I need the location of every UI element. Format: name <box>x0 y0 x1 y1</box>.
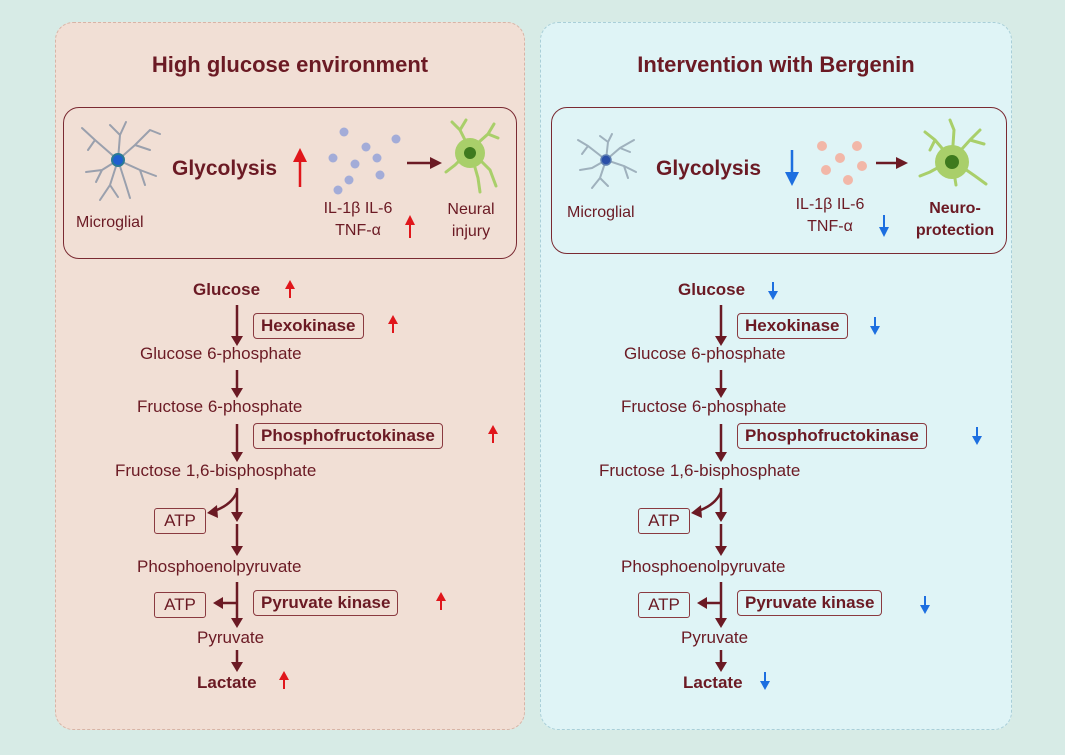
right-outcome-line1: Neuro- <box>929 200 981 217</box>
down-arrow-icon <box>785 150 799 186</box>
left-pathway-arrow-atp1-head <box>207 505 218 518</box>
left-outcome-line2: injury <box>451 223 491 240</box>
right-f16bp: Fructose 1,6-bisphosphate <box>599 461 801 480</box>
high-glucose-panel <box>55 22 525 730</box>
right-atp2-box: ATP <box>638 592 690 618</box>
left-pathway-arrow-atp2-head <box>213 597 223 609</box>
right-pathway-arrow-atp2-head <box>697 597 707 609</box>
left-f16bp: Fructose 1,6-bisphosphate <box>115 461 317 480</box>
right-pfk-box: Phosphofructokinase <box>737 423 927 449</box>
left-pk-box: Pyruvate kinase <box>253 590 399 616</box>
right-cytokines-line1: IL-1β IL-6 <box>795 196 865 213</box>
arrow-to-outcome-right <box>876 157 908 169</box>
left-cytokines-line1: IL-1β IL-6 <box>323 200 393 217</box>
right-lactate: Lactate <box>683 673 743 692</box>
left-f6p: Fructose 6-phosphate <box>137 397 303 416</box>
left-g6p: Glucose 6-phosphate <box>140 344 302 363</box>
left-pathway-pfk-indicator-head <box>488 425 498 434</box>
left-pathway-arrow-g6p-head <box>231 388 243 398</box>
left-pathway-arrow-pep-head <box>231 618 243 628</box>
left-pathway-arrow-to-pep-head <box>231 546 243 556</box>
arrow-to-outcome-left <box>407 157 442 169</box>
microglia-nucleus <box>600 154 612 166</box>
left-pathway-pk-indicator-head <box>436 592 446 601</box>
up-arrow-icon <box>293 148 307 187</box>
left-pathway-arrow-f16bp-head <box>231 512 243 522</box>
left-pathway-lactate-indicator-head <box>279 671 289 680</box>
right-glycolysis-label: Glycolysis <box>656 157 762 180</box>
right-panel-title: Intervention with Bergenin <box>637 52 915 77</box>
left-pathway-glucose-indicator-head <box>285 280 295 289</box>
right-outcome-line2: protection <box>915 222 995 239</box>
right-pathway-pk-indicator-head <box>920 605 930 614</box>
microglia-nucleus <box>111 153 125 167</box>
right-glucose: Glucose <box>678 280 746 299</box>
left-pathway-arrow-pyruvate-head <box>231 662 243 672</box>
cytokine-dots-icon <box>817 141 867 185</box>
cytokine-dots-icon <box>328 127 401 195</box>
left-pathway-arrow-glucose-head <box>231 336 243 346</box>
left-outcome-line1: Neural <box>447 201 495 218</box>
right-pathway-arrow-f6p-head <box>715 452 727 462</box>
right-pathway-arrow-g6p-head <box>715 388 727 398</box>
left-pathway-hexokinase-indicator-head <box>388 315 398 324</box>
right-f6p: Fructose 6-phosphate <box>621 397 787 416</box>
left-glycolysis-label: Glycolysis <box>172 157 278 180</box>
left-cytokines-line2: TNF-α <box>335 222 381 239</box>
left-pyruvate: Pyruvate <box>197 628 265 647</box>
left-hexokinase-box: Hexokinase <box>253 313 364 339</box>
right-g6p: Glucose 6-phosphate <box>624 344 786 363</box>
right-summary-box <box>551 107 1007 254</box>
right-atp1-box: ATP <box>638 508 690 534</box>
right-pathway-arrow-f16bp-head <box>715 512 727 522</box>
left-panel-title: High glucose environment <box>151 52 429 77</box>
right-pathway-pfk-indicator-head <box>972 436 982 445</box>
right-pep: Phosphoenolpyruvate <box>621 557 786 576</box>
right-hexokinase-box: Hexokinase <box>737 313 848 339</box>
down-arrow-icon <box>879 215 889 237</box>
right-pk-box: Pyruvate kinase <box>737 590 883 616</box>
left-lactate: Lactate <box>197 673 257 692</box>
microglia-icon <box>81 121 161 201</box>
right-pathway-arrow-pep-head <box>715 618 727 628</box>
neuron-nucleus <box>945 155 959 169</box>
right-pathway-glucose-indicator-head <box>768 291 778 300</box>
right-pathway-arrow-glucose-head <box>715 336 727 346</box>
right-microglial-label: Microglial <box>567 204 635 221</box>
left-pep: Phosphoenolpyruvate <box>137 557 302 576</box>
right-pathway-arrow-to-pep-head <box>715 546 727 556</box>
right-cytokines-line2: TNF-α <box>807 218 853 235</box>
right-pyruvate: Pyruvate <box>681 628 749 647</box>
left-microglial-label: Microglial <box>76 214 144 231</box>
left-atp2-box: ATP <box>154 592 206 618</box>
right-pathway-arrow-pyruvate-head <box>715 662 727 672</box>
right-pathway-lactate-indicator-head <box>760 681 770 690</box>
right-pathway-arrow-atp1-head <box>691 505 702 518</box>
left-pfk-box: Phosphofructokinase <box>253 423 443 449</box>
left-summary-box <box>63 107 517 259</box>
neuron-nucleus <box>464 147 476 159</box>
left-glucose: Glucose <box>193 280 261 299</box>
left-pathway-arrow-f6p-head <box>231 452 243 462</box>
left-atp1-box: ATP <box>154 508 206 534</box>
right-pathway-hexokinase-indicator-head <box>870 326 880 335</box>
up-arrow-icon <box>405 215 415 238</box>
